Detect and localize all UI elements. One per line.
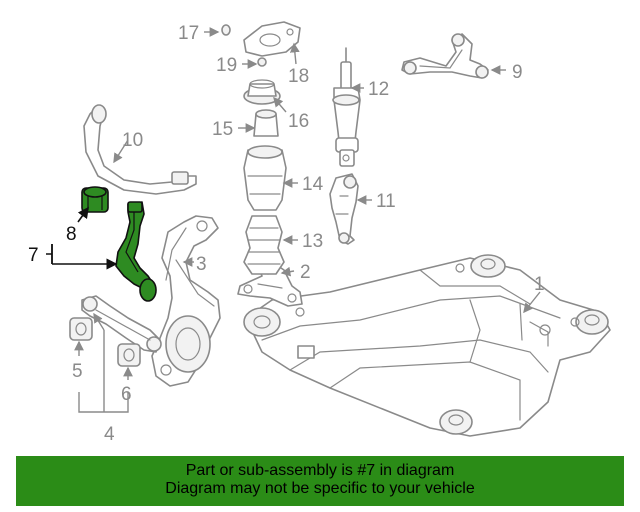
front-knuckle-part[interactable]	[329, 173, 359, 245]
callout-9: 9	[512, 62, 523, 83]
callout-1: 1	[534, 274, 545, 295]
callout-12: 12	[368, 79, 389, 100]
callout-10: 10	[122, 130, 143, 151]
strut-part[interactable]	[332, 47, 361, 167]
parts-diagram: 1 2 3 4 5 6 7 8 9 10 11 12 13 14 15 16 1…	[28, 21, 611, 445]
callout-17: 17	[178, 23, 199, 44]
subframe-part[interactable]	[243, 254, 611, 437]
callout-16: 16	[288, 111, 309, 132]
callout-8: 8	[66, 224, 77, 245]
bushing-5-part[interactable]	[69, 317, 93, 341]
bushing-6-part[interactable]	[117, 343, 141, 367]
upper-mount-plate-part[interactable]	[243, 21, 301, 57]
banner-line-2: Diagram may not be specific to your vehi…	[165, 480, 475, 497]
callout-2: 2	[300, 262, 311, 283]
lower-link-part[interactable]	[81, 295, 162, 353]
callout-3: 3	[196, 254, 207, 275]
upper-arm-part[interactable]	[401, 33, 489, 79]
callout-6: 6	[121, 384, 132, 405]
callout-11: 11	[376, 191, 396, 212]
nut-17-part[interactable]	[221, 24, 231, 36]
callout-18: 18	[288, 66, 309, 87]
callout-13: 13	[302, 231, 323, 252]
strut-mount-part[interactable]	[243, 79, 281, 105]
leader-lines	[74, 27, 541, 413]
bump-stop-part[interactable]	[243, 145, 287, 211]
callout-5: 5	[72, 361, 83, 382]
info-banner: Part or sub-assembly is #7 in diagram Di…	[16, 456, 624, 506]
callout-7: 7	[28, 245, 39, 266]
banner-line-1: Part or sub-assembly is #7 in diagram	[185, 462, 455, 479]
callout-labels: 1 2 3 4 5 6 7 8 9 10 11 12 13 14 15 16 1…	[28, 23, 545, 445]
callout-19: 19	[216, 55, 237, 76]
leader-lines-highlighted	[46, 206, 116, 264]
nut-19-part[interactable]	[257, 57, 267, 67]
stabilizer-bar-part[interactable]	[83, 104, 197, 195]
knuckle-part[interactable]	[151, 215, 221, 387]
control-arm-part-highlighted[interactable]	[115, 201, 157, 302]
callout-14: 14	[302, 174, 324, 195]
callout-4: 4	[104, 424, 115, 445]
dust-boot-part[interactable]	[243, 215, 285, 275]
callout-15: 15	[212, 119, 233, 140]
bushing-8-part-highlighted[interactable]	[81, 186, 109, 213]
bumper-part[interactable]	[253, 109, 279, 137]
